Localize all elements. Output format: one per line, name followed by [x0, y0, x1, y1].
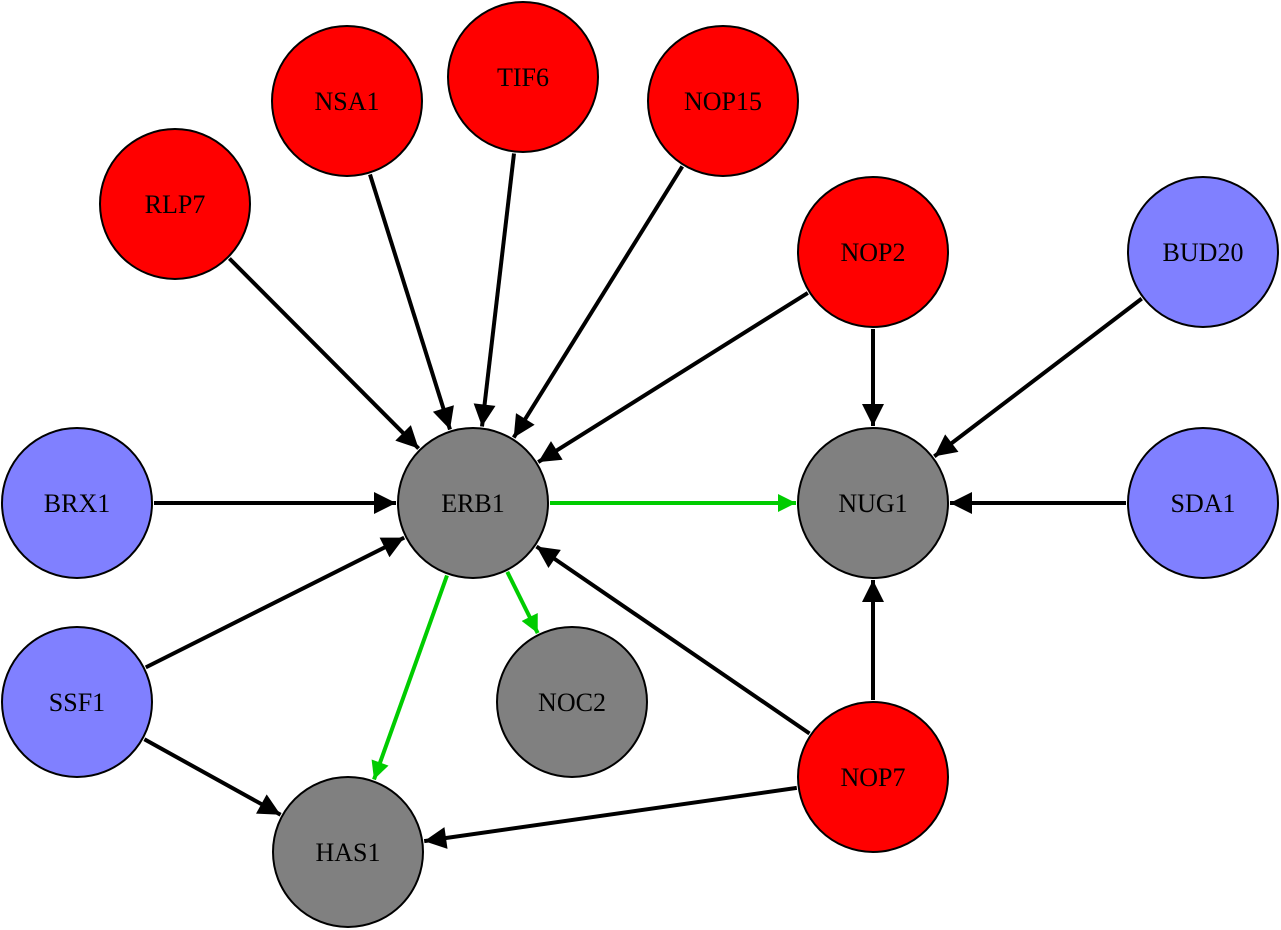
node-label-ssf1: SSF1 — [49, 688, 105, 717]
edge-nop2-to-erb1 — [537, 291, 809, 464]
edge-nsa1-to-erb1 — [368, 173, 454, 431]
node-label-nsa1: NSA1 — [314, 87, 379, 116]
node-nop15[interactable]: NOP15 — [647, 25, 799, 177]
node-label-noc2: NOC2 — [538, 688, 606, 717]
node-circle-bud20 — [1127, 176, 1279, 328]
node-circle-ssf1 — [1, 626, 153, 778]
edge-ssf1-to-erb1 — [144, 535, 406, 670]
edge-bud20-to-nug1 — [933, 297, 1143, 458]
node-has1[interactable]: HAS1 — [272, 776, 424, 928]
node-circle-brx1 — [1, 427, 153, 579]
node-circle-tif6 — [447, 1, 599, 153]
node-circle-nop2 — [797, 176, 949, 328]
node-circle-sda1 — [1127, 427, 1279, 579]
edge-erb1-to-noc2 — [505, 571, 540, 634]
node-label-nop2: NOP2 — [840, 238, 905, 267]
node-circle-nop7 — [797, 701, 949, 853]
node-nug1[interactable]: NUG1 — [797, 427, 949, 579]
edge-ssf1-to-has1 — [143, 737, 282, 817]
node-label-bud20: BUD20 — [1163, 238, 1244, 267]
edge-nop7-to-has1 — [423, 785, 798, 849]
node-label-nop7: NOP7 — [840, 763, 905, 792]
node-noc2[interactable]: NOC2 — [496, 626, 648, 778]
node-label-tif6: TIF6 — [497, 63, 549, 92]
edge-rlp7-to-erb1 — [227, 257, 421, 450]
node-label-nop15: NOP15 — [684, 87, 762, 116]
node-nop2[interactable]: NOP2 — [797, 176, 949, 328]
node-rlp7[interactable]: RLP7 — [99, 128, 251, 280]
edge-nop7-to-erb1 — [535, 544, 811, 736]
node-label-brx1: BRX1 — [44, 489, 110, 518]
node-circle-noc2 — [496, 626, 648, 778]
node-sda1[interactable]: SDA1 — [1127, 427, 1279, 579]
node-label-rlp7: RLP7 — [145, 190, 206, 219]
node-circle-rlp7 — [99, 128, 251, 280]
node-ssf1[interactable]: SSF1 — [1, 626, 153, 778]
node-bud20[interactable]: BUD20 — [1127, 176, 1279, 328]
node-circle-nsa1 — [271, 25, 423, 177]
edge-nop15-to-erb1 — [512, 165, 684, 439]
node-label-has1: HAS1 — [315, 838, 380, 867]
node-label-erb1: ERB1 — [441, 489, 505, 518]
edges-layer — [143, 153, 1143, 849]
node-circle-nop15 — [647, 25, 799, 177]
node-circle-nug1 — [797, 427, 949, 579]
edge-tif6-to-erb1 — [473, 153, 516, 427]
node-circle-has1 — [272, 776, 424, 928]
node-brx1[interactable]: BRX1 — [1, 427, 153, 579]
node-label-nug1: NUG1 — [838, 489, 907, 518]
node-nsa1[interactable]: NSA1 — [271, 25, 423, 177]
node-circle-erb1 — [397, 427, 549, 579]
node-nop7[interactable]: NOP7 — [797, 701, 949, 853]
node-tif6[interactable]: TIF6 — [447, 1, 599, 153]
node-erb1[interactable]: ERB1 — [397, 427, 549, 579]
node-label-sda1: SDA1 — [1170, 489, 1235, 518]
edge-erb1-to-has1 — [371, 574, 449, 781]
